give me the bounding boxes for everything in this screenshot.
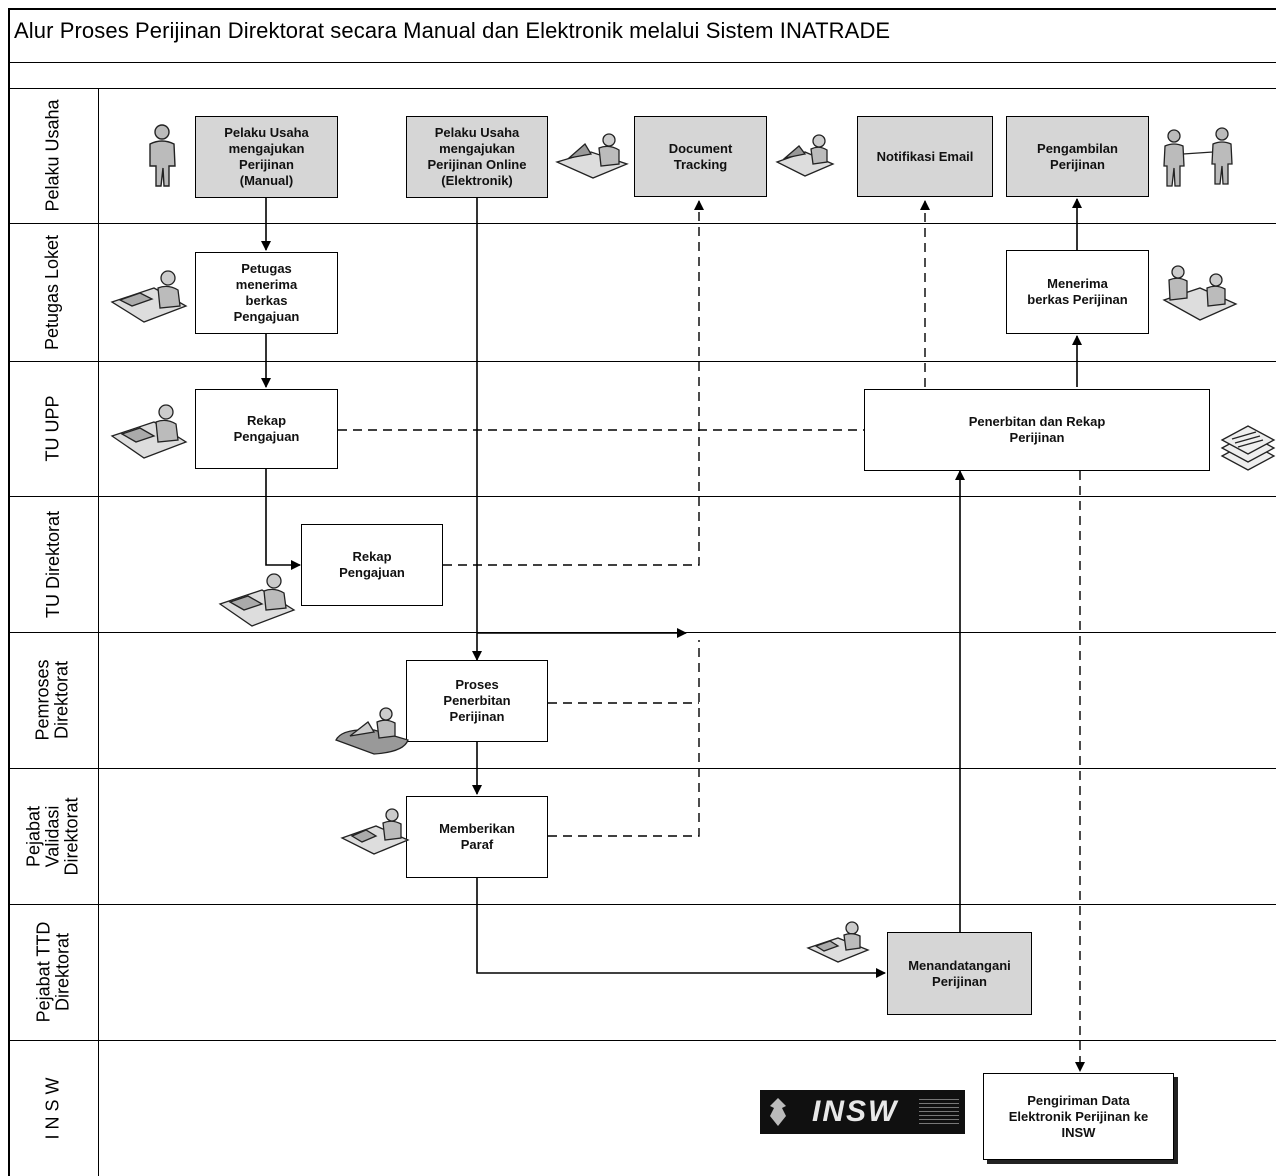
laptop-user-icon: [555, 133, 629, 179]
dashed-paraf-to-tracking: [548, 640, 700, 837]
lane-divider-7: [8, 1040, 1276, 1041]
box-document-tracking: Document Tracking: [634, 116, 767, 197]
title-divider: [8, 62, 1276, 63]
laptop-user-icon: [775, 134, 835, 177]
lane-divider-3: [8, 496, 1276, 497]
box-rekap-upp: Rekap Pengajuan: [195, 389, 338, 469]
handshake-icon: [1163, 127, 1233, 187]
lane-label-divider: [98, 88, 99, 1176]
person-standing-icon: [149, 124, 176, 187]
box-petugas-menerima: Petugas menerima berkas Pengajuan: [195, 252, 338, 334]
box-menerima-berkas: Menerima berkas Perijinan: [1006, 250, 1149, 334]
desk-meeting-icon: [1162, 265, 1238, 321]
box-proses-penerbitan: Proses Penerbitan Perijinan: [406, 660, 548, 742]
lane-divider-2: [8, 361, 1276, 362]
workstation-icon: [110, 270, 188, 323]
box-memberikan-paraf: Memberikan Paraf: [406, 796, 548, 878]
workstation-icon: [218, 573, 296, 627]
lane-divider-6: [8, 904, 1276, 905]
insw-logo: INSW: [760, 1090, 965, 1134]
arrow-rekap-upp-to-rekap-direktorat: [265, 469, 301, 570]
header-divider: [8, 88, 1276, 89]
box-pengambilan: Pengambilan Perijinan: [1006, 116, 1149, 197]
desk-worker-icon: [340, 808, 410, 855]
laptop-user-icon: [335, 707, 409, 755]
box-pelaku-online: Pelaku Usaha mengajukan Perijinan Online…: [406, 116, 548, 198]
lane-divider-5: [8, 768, 1276, 769]
box-penerbitan-rekap: Penerbitan dan Rekap Perijinan: [864, 389, 1210, 471]
diagram-title: Alur Proses Perijinan Direktorat secara …: [14, 18, 891, 43]
logo-fine-print: [919, 1096, 959, 1126]
insw-logo-text: INSW: [812, 1095, 899, 1128]
box-pelaku-manual: Pelaku Usaha mengajukan Perijinan (Manua…: [195, 116, 338, 198]
diagram-frame: [8, 8, 1276, 1176]
garuda-seal-icon: [770, 1098, 786, 1126]
lane-divider-1: [8, 223, 1276, 224]
box-notifikasi-email: Notifikasi Email: [857, 116, 993, 197]
box-pengiriman-insw: Pengiriman Data Elektronik Perijinan ke …: [983, 1073, 1174, 1160]
arrow-paraf-to-ttd: [476, 878, 886, 978]
dashed-rekap-dir-to-tracking: [443, 200, 704, 566]
workstation-icon: [110, 404, 188, 459]
box-menandatangani: Menandatangani Perijinan: [887, 932, 1032, 1015]
document-stack-icon: [1220, 425, 1276, 471]
desk-worker-icon: [806, 921, 870, 963]
box-rekap-direktorat: Rekap Pengajuan: [301, 524, 443, 606]
